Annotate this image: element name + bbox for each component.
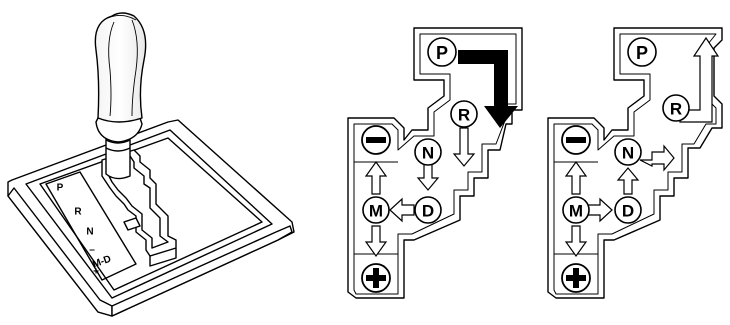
position-m-a-label: M xyxy=(369,202,383,221)
position-m-b-label: M xyxy=(569,202,583,221)
arrow-n-to-r xyxy=(639,144,675,172)
black-arrow-p-to-d xyxy=(458,50,518,128)
minus-bar-b xyxy=(566,137,586,143)
plus-bar-v-b xyxy=(573,268,579,288)
plus-bar-v-a xyxy=(373,268,379,288)
arrow-m-to-d xyxy=(587,197,613,223)
position-p-b xyxy=(627,37,657,67)
position-n-b-label: N xyxy=(622,144,634,163)
position-r-a-label: R xyxy=(458,106,470,125)
position-m-a xyxy=(362,196,390,224)
arrow-d-to-m xyxy=(389,197,415,223)
position-p-a-label: P xyxy=(436,43,448,63)
position-n-a xyxy=(414,138,442,166)
arrow-m-down-b xyxy=(564,225,588,258)
position-r-b-label: R xyxy=(670,100,682,119)
position-d-b xyxy=(614,196,642,224)
position-p-a xyxy=(427,37,457,67)
arrow-n-to-d xyxy=(416,163,440,191)
position-d-a xyxy=(414,196,442,224)
gate-label-minus: – xyxy=(89,245,95,256)
arrow-d-to-n xyxy=(616,167,640,195)
position-n-a-label: N xyxy=(422,144,434,163)
gate-outline-b xyxy=(547,27,723,299)
position-m-b xyxy=(562,196,590,224)
arrow-r-down xyxy=(452,127,476,167)
arrow-m-up-b xyxy=(564,160,588,195)
shift-pattern-a: P R N D M xyxy=(347,27,523,299)
position-d-a-label: D xyxy=(422,202,434,221)
gate-label-r: R xyxy=(74,207,82,218)
gate-label-plus: + xyxy=(93,267,99,278)
arrow-m-up xyxy=(364,160,388,195)
minus-bar-a xyxy=(366,137,386,143)
arrow-r-up xyxy=(679,36,720,123)
position-r-a xyxy=(450,100,478,128)
position-r-b xyxy=(662,94,690,122)
gear-shifter-illustration xyxy=(7,12,295,317)
gate-outline-a xyxy=(347,27,523,299)
position-p-b-label: P xyxy=(636,43,648,63)
shift-pattern-b: P R N D M xyxy=(547,27,723,299)
position-n-b xyxy=(614,138,642,166)
position-d-b-label: D xyxy=(622,202,634,221)
gate-label-p: P xyxy=(57,183,64,194)
arrow-m-down xyxy=(364,225,388,258)
gate-label-n: N xyxy=(86,227,93,238)
